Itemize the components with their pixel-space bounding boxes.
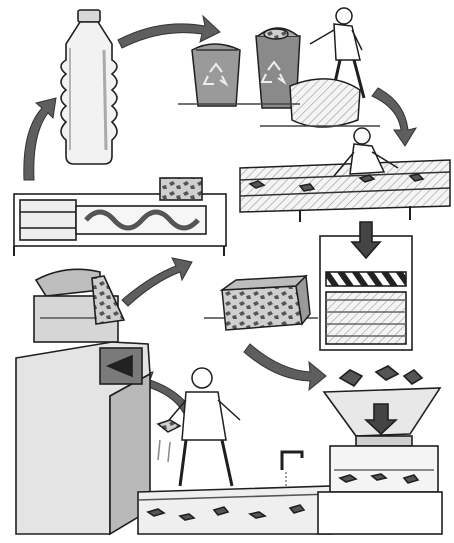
sorting-conveyor: [240, 128, 450, 222]
worker-washing: [158, 368, 240, 486]
plastic-bale: [222, 276, 310, 330]
extruder: [14, 178, 226, 256]
melting-dryer: [318, 366, 442, 534]
arrow-shredder-to-extruder: [122, 258, 192, 306]
arrow-press-to-shredder: [244, 344, 326, 390]
washing-tank: [138, 452, 332, 534]
arrow-bins-to-conveyor: [372, 88, 416, 146]
chip-stream: [92, 276, 124, 324]
arrow-bottle-to-bins: [118, 16, 220, 48]
arrow-extruder-to-bottle: [24, 98, 56, 180]
water-tap-icon: [282, 452, 302, 470]
shredder: [16, 269, 150, 534]
plastic-bottle-icon: [61, 10, 117, 164]
recycling-bins: [192, 28, 300, 108]
